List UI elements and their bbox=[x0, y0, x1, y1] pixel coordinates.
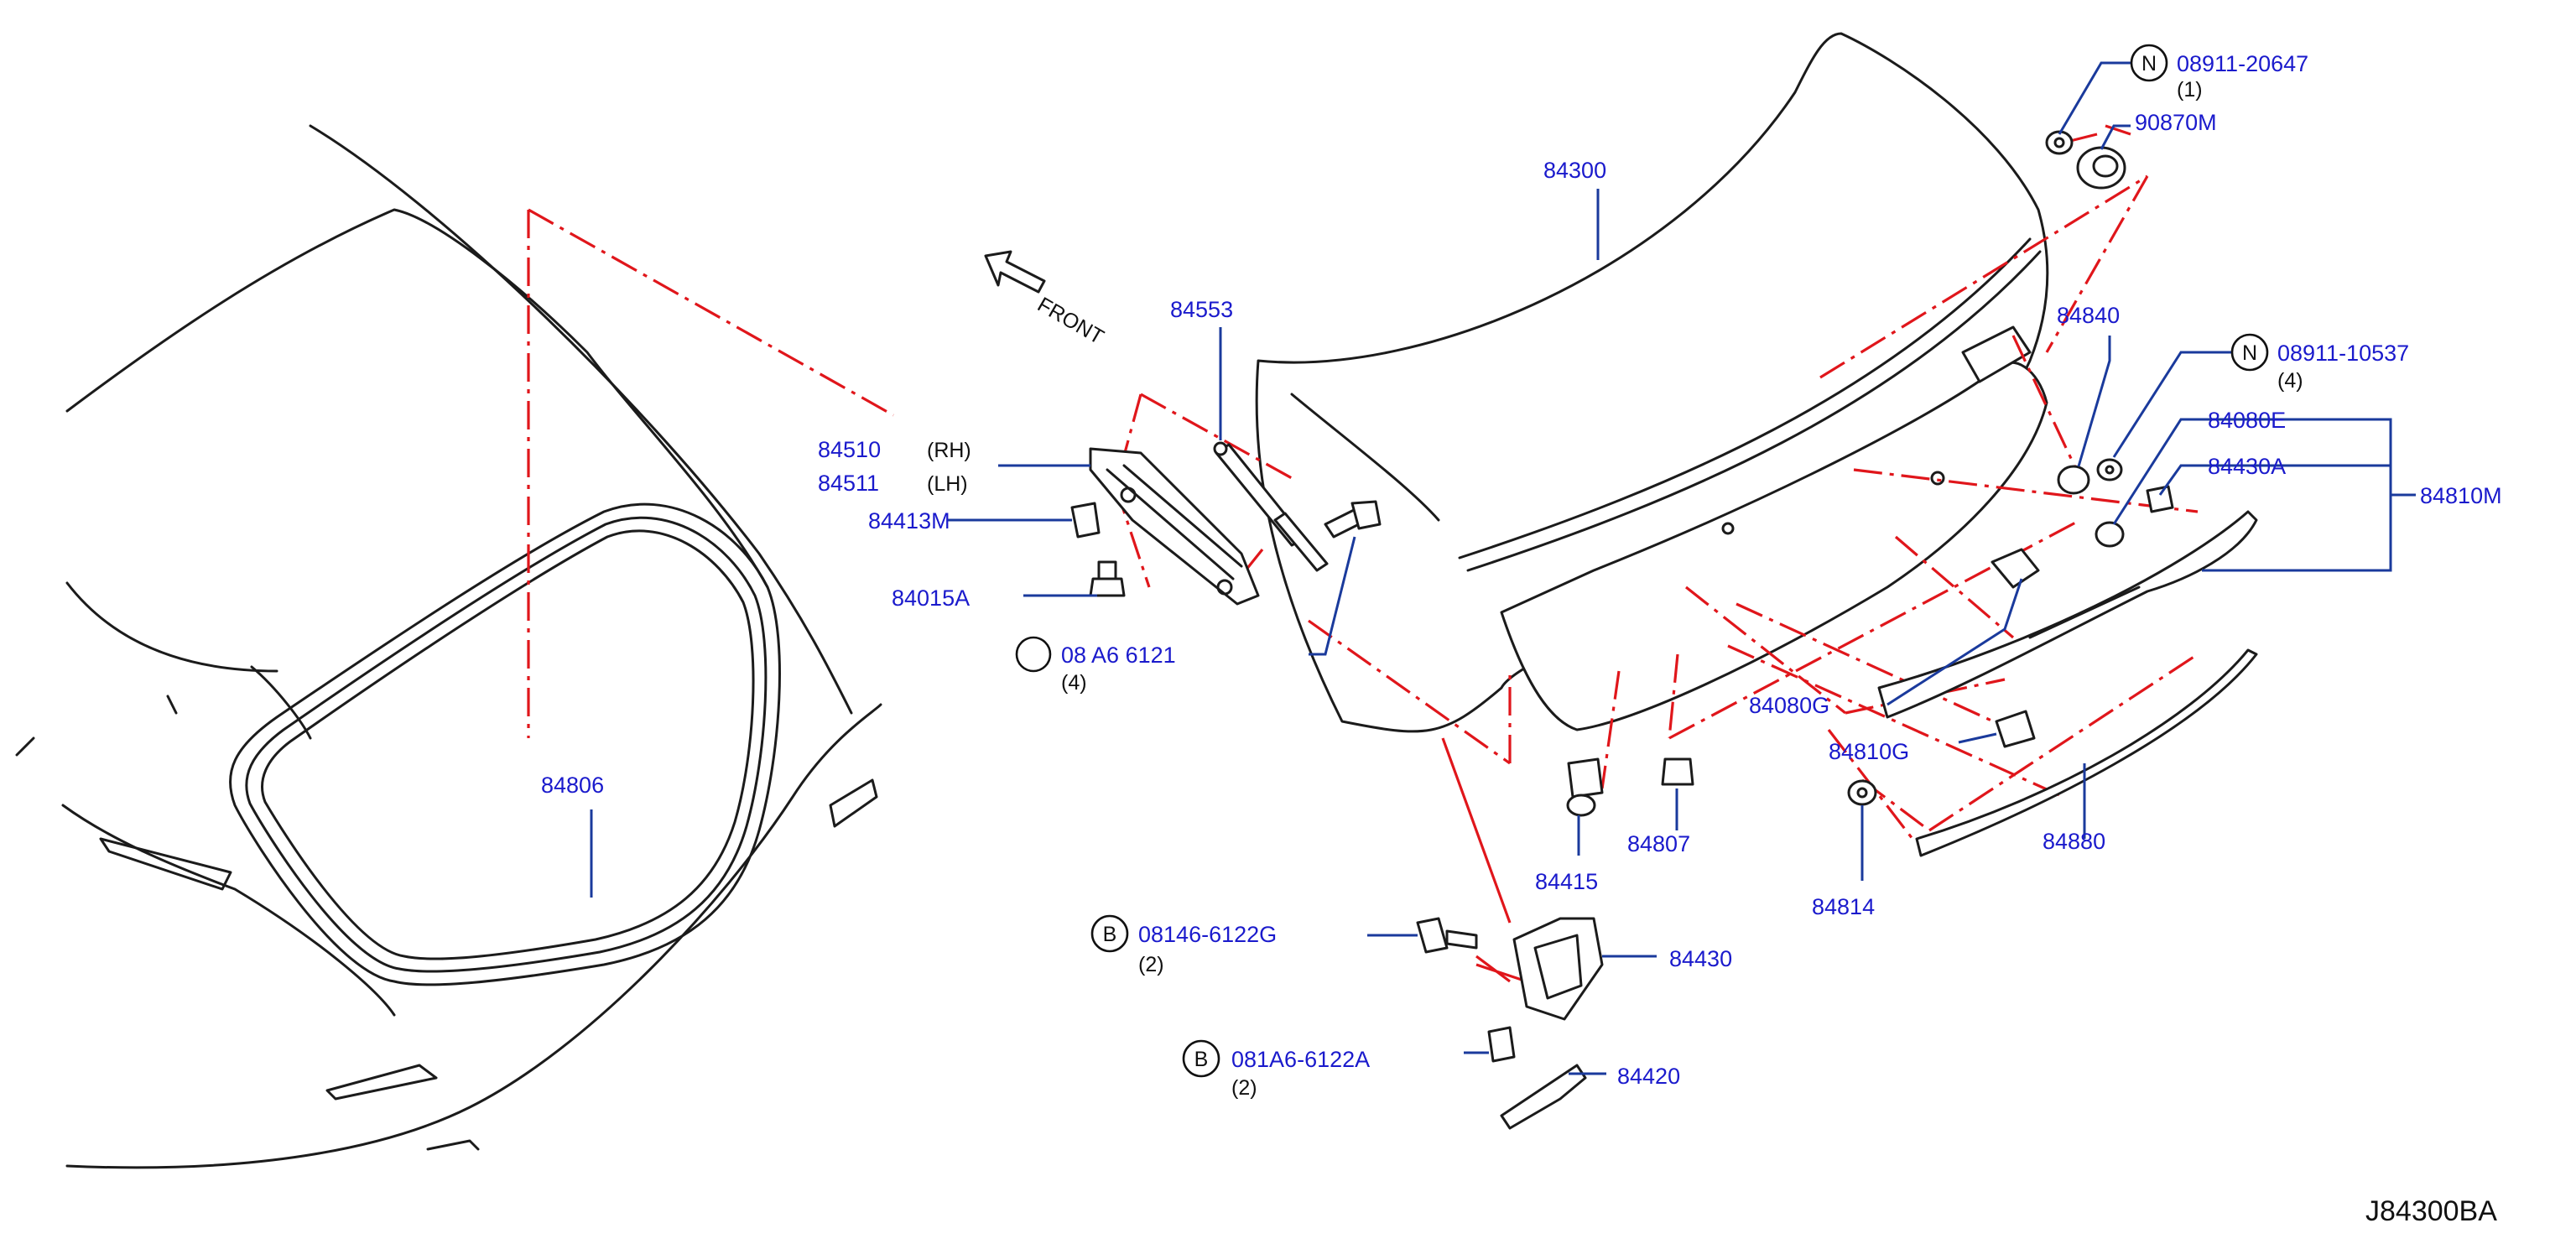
label-84806: 84806 bbox=[541, 773, 604, 798]
hinge-84510-84511 bbox=[1089, 447, 1260, 606]
prefix-b: B bbox=[1103, 923, 1117, 946]
front-label: FRONT bbox=[1033, 293, 1108, 349]
bolt-08A6 bbox=[1324, 500, 1382, 539]
grommet-90870M bbox=[2076, 146, 2126, 190]
code-08146-6122G: 08146-6122G bbox=[1138, 922, 1277, 947]
car-body-outline bbox=[15, 124, 882, 1169]
lock-84430 bbox=[1512, 917, 1604, 1021]
nut-08911-10537 bbox=[2096, 458, 2123, 481]
code-08911-10537: 08911-10537 bbox=[2277, 341, 2409, 366]
label-84814: 84814 bbox=[1812, 894, 1875, 919]
label-84430: 84430 bbox=[1669, 946, 1732, 971]
strut-84553 bbox=[1213, 441, 1329, 572]
part-labels: 84300 90870M 84840 84080E 84430A 84810M … bbox=[541, 110, 2502, 1089]
code-081A6-6122A: 081A6-6122A bbox=[1231, 1047, 1370, 1072]
front-direction-arrow: FRONT bbox=[984, 250, 1108, 349]
fastener-08146-6122G: B 08146-6122G (2) bbox=[1090, 914, 1277, 976]
label-90870M: 90870M bbox=[2135, 110, 2217, 135]
molding-84880 bbox=[1915, 648, 2258, 857]
prefix-b: B bbox=[1194, 1048, 1209, 1071]
bolt-84015A bbox=[1089, 560, 1126, 597]
label-84015A: 84015A bbox=[892, 585, 970, 611]
label-84420: 84420 bbox=[1617, 1064, 1680, 1089]
bumper-84807 bbox=[1661, 757, 1694, 786]
code-08A6: 08 A6 6121 bbox=[1061, 643, 1176, 668]
label-84553: 84553 bbox=[1170, 297, 1233, 322]
label-84840: 84840 bbox=[2057, 303, 2120, 328]
bolt-081A6-6122A bbox=[1487, 1026, 1516, 1063]
qty-2: (2) bbox=[1231, 1076, 1257, 1100]
label-84510: 84510 bbox=[818, 437, 881, 462]
label-84810M: 84810M bbox=[2420, 483, 2502, 508]
label-84511: 84511 bbox=[818, 471, 879, 496]
fastener-08911-10537: N 08911-10537 (4) bbox=[2230, 333, 2409, 393]
striker-84415 bbox=[1566, 757, 1604, 817]
leader-lines bbox=[590, 61, 2416, 1075]
diagram-code: J84300BA bbox=[2365, 1195, 2497, 1227]
label-84080G: 84080G bbox=[1749, 693, 1829, 718]
label-84807: 84807 bbox=[1627, 831, 1690, 856]
code-08911-20647: 08911-20647 bbox=[2177, 51, 2308, 76]
label-84413M: 84413M bbox=[868, 508, 950, 533]
qty-4: (4) bbox=[2277, 369, 2303, 393]
grommet-84840 bbox=[2057, 465, 2090, 495]
fastener-08911-20647: N 08911-20647 (1) bbox=[2130, 44, 2308, 101]
nut-08911-20647 bbox=[2045, 130, 2074, 155]
striker-84420 bbox=[1500, 1064, 1587, 1130]
phantom-line-trunk bbox=[527, 208, 894, 738]
fastener-08A6: 08 A6 6121 (4) bbox=[1015, 636, 1176, 695]
qty-4: (4) bbox=[1061, 671, 1087, 695]
prefix-n: N bbox=[2141, 52, 2157, 75]
label-84810G: 84810G bbox=[1829, 739, 1909, 764]
label-84300: 84300 bbox=[1543, 158, 1606, 183]
label-rh: (RH) bbox=[927, 439, 971, 462]
label-lh: (LH) bbox=[927, 472, 968, 496]
clip-84814 bbox=[1847, 779, 1877, 806]
label-84880: 84880 bbox=[2043, 829, 2105, 854]
qty-2: (2) bbox=[1138, 953, 1164, 976]
weatherstrip-84806 bbox=[228, 502, 781, 986]
trunk-lid-84300 bbox=[1255, 32, 2049, 733]
qty-1: (1) bbox=[2177, 78, 2203, 101]
label-84415: 84415 bbox=[1535, 869, 1598, 894]
prefix-n: N bbox=[2242, 341, 2257, 365]
finisher-84810M bbox=[1877, 510, 2258, 719]
phantom-lines bbox=[1114, 124, 2199, 983]
label-84080E: 84080E bbox=[2208, 408, 2286, 433]
bolt-08146-6122G bbox=[1416, 917, 1478, 954]
grommet-84080G-clip bbox=[1991, 548, 2040, 589]
label-84430A: 84430A bbox=[2208, 454, 2286, 479]
fastener-081A6-6122A: B 081A6-6122A (2) bbox=[1182, 1039, 1370, 1100]
bumper-84413M bbox=[1070, 502, 1101, 539]
clip-84080E bbox=[2095, 521, 2125, 548]
clip-84430A bbox=[2146, 485, 2174, 513]
pad-84810G bbox=[1995, 710, 2036, 748]
